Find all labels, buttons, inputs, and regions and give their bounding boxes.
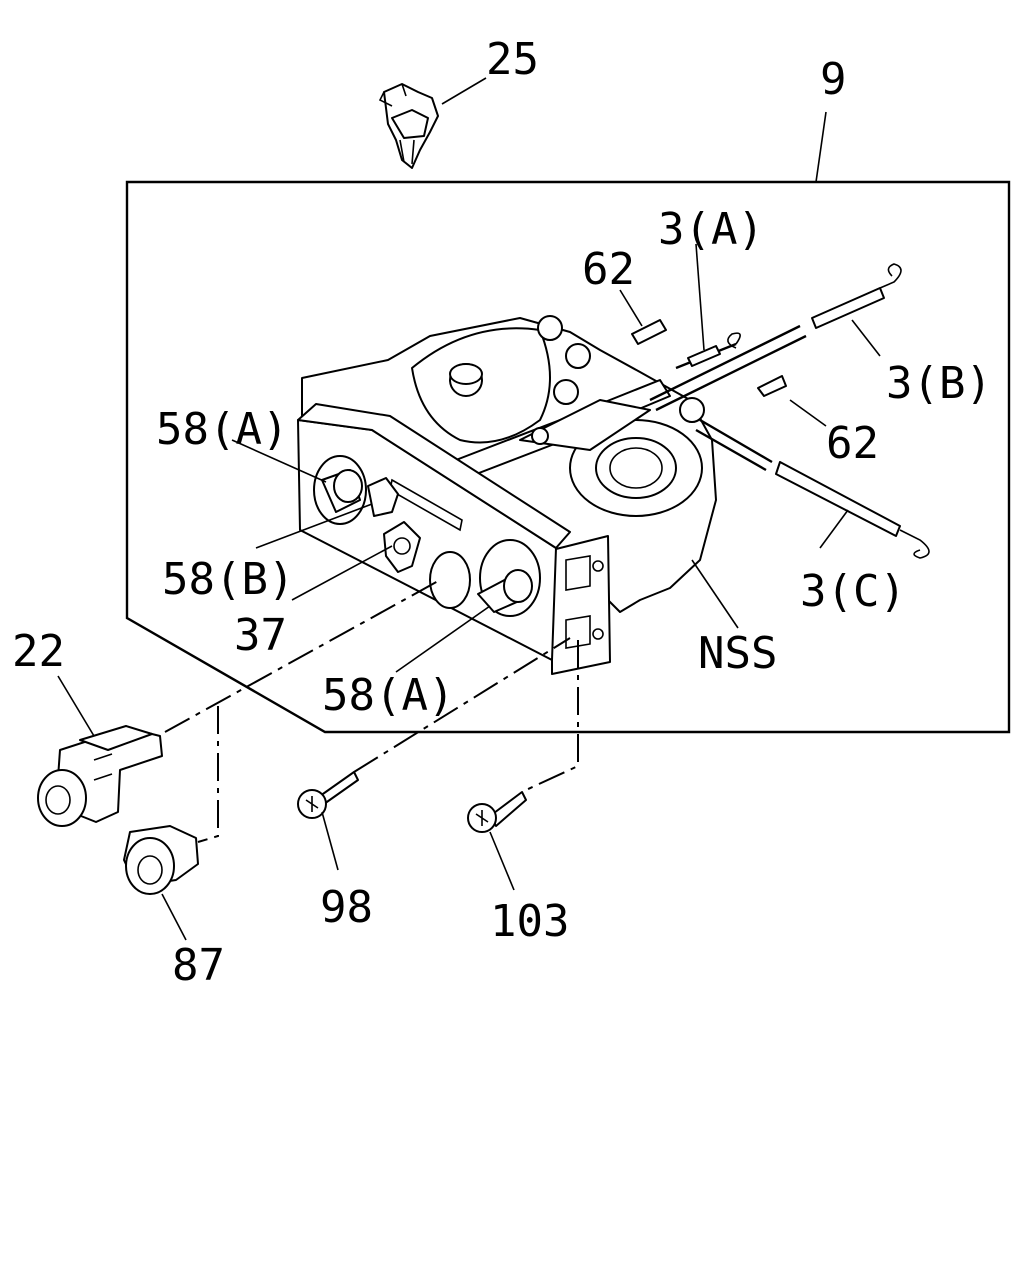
label-98: 98	[320, 882, 373, 933]
label-nss: NSS	[698, 628, 777, 679]
label-3b: 3(B)	[886, 358, 992, 409]
label-58b: 58(B)	[162, 554, 294, 605]
switch-part-22	[37, 725, 163, 827]
label-58a-top: 58(A)	[156, 404, 288, 455]
label-58a-bottom: 58(A)	[322, 670, 454, 721]
assembly-center-lines	[164, 579, 579, 843]
heater-control-assembly	[297, 315, 717, 675]
bezel-part-87	[123, 825, 199, 895]
label-3c: 3(C)	[800, 566, 906, 617]
assembly-frame	[125, 180, 1011, 734]
label-22: 22	[12, 626, 65, 677]
label-25: 25	[486, 34, 539, 85]
leader-lines	[57, 77, 881, 941]
label-62-top: 62	[582, 244, 635, 295]
screw-part-103	[467, 791, 527, 833]
label-3a: 3(A)	[658, 204, 764, 255]
label-9: 9	[820, 54, 847, 105]
screw-part-98	[297, 771, 359, 819]
label-103: 103	[490, 896, 569, 947]
label-62-right: 62	[826, 418, 879, 469]
label-37: 37	[234, 610, 287, 661]
clip-part-25	[378, 83, 439, 169]
control-cables	[631, 263, 930, 559]
label-87: 87	[172, 940, 225, 991]
